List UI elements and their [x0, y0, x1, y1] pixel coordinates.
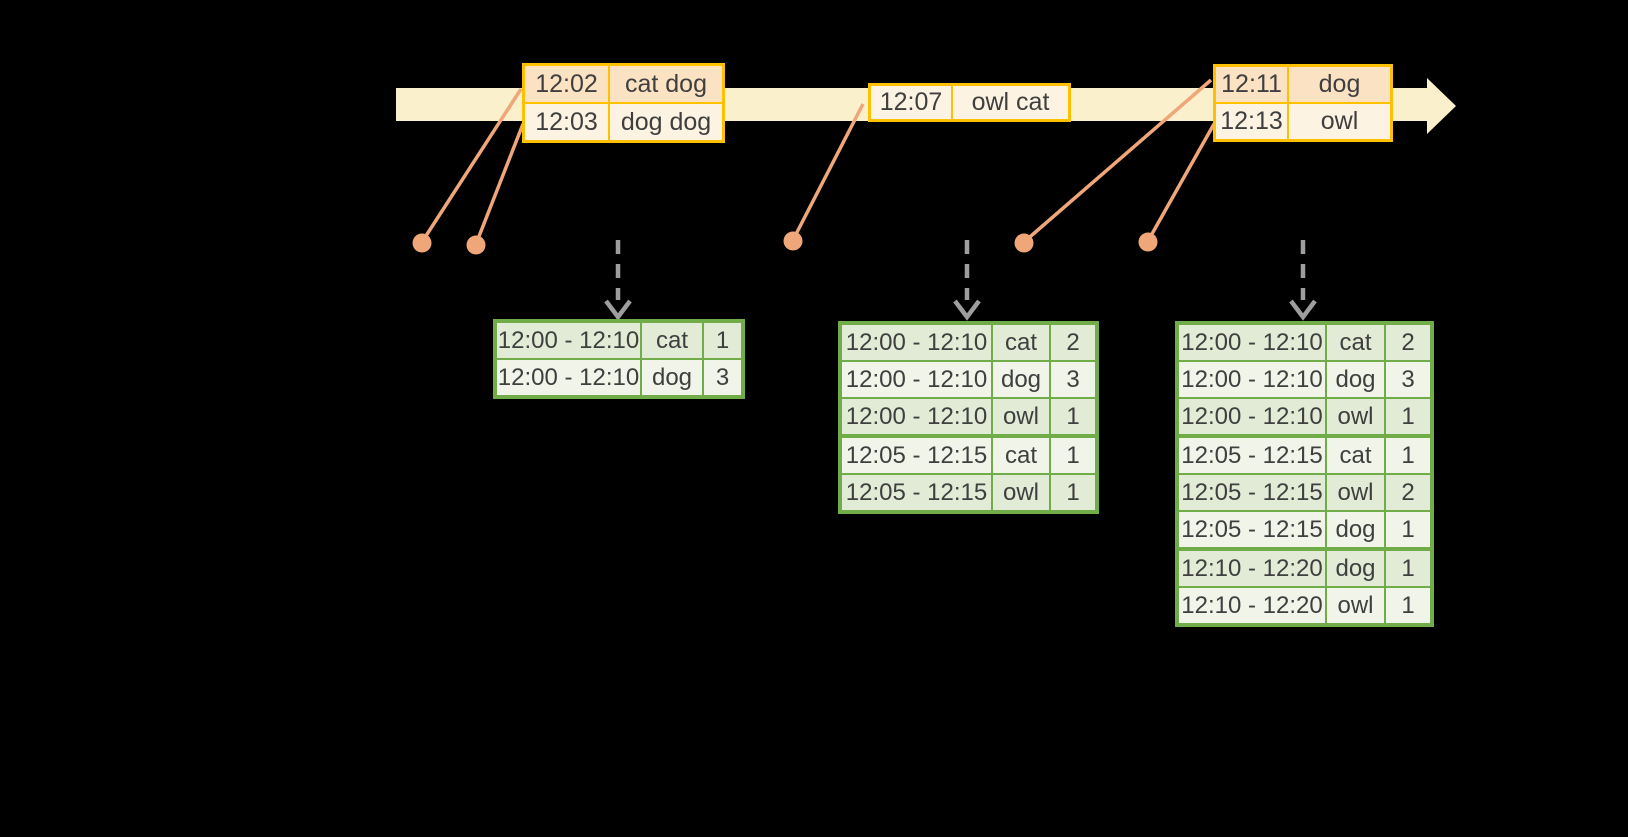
result-row: 12:00 - 12:10 owl 1: [1179, 399, 1430, 434]
result-row: 12:05 - 12:15 owl 2: [1179, 475, 1430, 510]
event-table-2: 12:07 owl cat: [868, 83, 1071, 122]
trigger-arrowhead-icon: [604, 299, 632, 321]
word-cell: owl: [1327, 399, 1384, 434]
window-cell: 12:00 - 12:10: [842, 325, 991, 360]
result-row: 12:00 - 12:10 cat 2: [1179, 325, 1430, 360]
event-time: 12:13: [1216, 104, 1287, 139]
word-cell: owl: [1327, 588, 1384, 623]
event-dot: [1014, 233, 1034, 253]
count-cell: 1: [1051, 399, 1095, 434]
word-cell: cat: [993, 325, 1049, 360]
event-dot: [466, 235, 486, 255]
count-cell: 3: [1386, 362, 1430, 397]
window-cell: 12:00 - 12:10: [842, 362, 991, 397]
count-cell: 3: [704, 360, 741, 395]
window-cell: 12:05 - 12:15: [1179, 475, 1325, 510]
word-cell: cat: [1327, 438, 1384, 473]
result-row: 12:10 - 12:20 owl 1: [1179, 588, 1430, 623]
event-table-3: 12:11 dog 12:13 owl: [1213, 64, 1393, 142]
count-cell: 1: [1051, 438, 1095, 473]
connector-line: [420, 88, 523, 243]
event-table-1: 12:02 cat dog 12:03 dog dog: [522, 63, 725, 143]
connector-line: [1146, 123, 1216, 242]
result-table-2: 12:00 - 12:10 cat 2 12:00 - 12:10 dog 3 …: [838, 321, 1099, 514]
event-dots: [412, 231, 1158, 255]
event-words: cat dog: [610, 66, 722, 102]
word-cell: cat: [1327, 325, 1384, 360]
event-row: 12:03 dog dog: [525, 104, 722, 140]
result-row: 12:00 - 12:10 cat 1: [497, 323, 741, 358]
event-time: 12:07: [871, 86, 951, 119]
event-words: dog: [1289, 67, 1390, 102]
word-cell: cat: [642, 323, 702, 358]
window-cell: 12:10 - 12:20: [1179, 551, 1325, 586]
window-cell: 12:00 - 12:10: [1179, 325, 1325, 360]
event-time: 12:02: [525, 66, 608, 102]
event-row: 12:02 cat dog: [525, 66, 722, 102]
window-cell: 12:05 - 12:15: [1179, 438, 1325, 473]
word-cell: dog: [1327, 512, 1384, 547]
event-row: 12:13 owl: [1216, 104, 1390, 139]
count-cell: 3: [1051, 362, 1095, 397]
event-dot: [783, 231, 803, 251]
event-words: owl: [1289, 104, 1390, 139]
count-cell: 2: [1386, 475, 1430, 510]
count-cell: 1: [1386, 512, 1430, 547]
result-table-1: 12:00 - 12:10 cat 1 12:00 - 12:10 dog 3: [493, 319, 745, 399]
window-cell: 12:00 - 12:10: [1179, 399, 1325, 434]
window-cell: 12:05 - 12:15: [1179, 512, 1325, 547]
count-cell: 1: [1051, 475, 1095, 510]
result-row: 12:05 - 12:15 owl 1: [842, 475, 1095, 510]
connector-line: [474, 123, 525, 245]
connector-line: [791, 103, 865, 241]
event-dot: [1138, 232, 1158, 252]
event-words: owl cat: [953, 86, 1068, 119]
timeline-arrowhead-icon: [1427, 78, 1456, 134]
result-row: 12:00 - 12:10 dog 3: [1179, 362, 1430, 397]
result-row: 12:00 - 12:10 dog 3: [842, 362, 1095, 397]
event-row: 12:11 dog: [1216, 67, 1390, 102]
window-cell: 12:10 - 12:20: [1179, 588, 1325, 623]
connector-line: [1022, 78, 1213, 244]
trigger-arrowhead-icon: [1289, 299, 1317, 321]
word-cell: cat: [993, 438, 1049, 473]
count-cell: 1: [1386, 551, 1430, 586]
result-row: 12:10 - 12:20 dog 1: [1179, 551, 1430, 586]
word-cell: owl: [993, 475, 1049, 510]
result-table-3: 12:00 - 12:10 cat 2 12:00 - 12:10 dog 3 …: [1175, 321, 1434, 627]
window-cell: 12:00 - 12:10: [497, 360, 640, 395]
count-cell: 2: [1051, 325, 1095, 360]
window-cell: 12:05 - 12:15: [842, 475, 991, 510]
event-words: dog dog: [610, 104, 722, 140]
event-dot: [412, 233, 432, 253]
result-row: 12:05 - 12:15 cat 1: [1179, 438, 1430, 473]
word-cell: owl: [1327, 475, 1384, 510]
result-row: 12:05 - 12:15 dog 1: [1179, 512, 1430, 547]
count-cell: 2: [1386, 325, 1430, 360]
result-row: 12:00 - 12:10 cat 2: [842, 325, 1095, 360]
window-cell: 12:00 - 12:10: [497, 323, 640, 358]
window-cell: 12:05 - 12:15: [842, 438, 991, 473]
trigger-arrowhead-icon: [953, 299, 981, 321]
event-time: 12:11: [1216, 67, 1287, 102]
count-cell: 1: [1386, 438, 1430, 473]
trigger-arrows: [604, 240, 1317, 321]
word-cell: dog: [1327, 362, 1384, 397]
word-cell: dog: [1327, 551, 1384, 586]
word-cell: dog: [642, 360, 702, 395]
word-cell: dog: [993, 362, 1049, 397]
event-connector-lines: [420, 78, 1216, 245]
result-row: 12:05 - 12:15 cat 1: [842, 438, 1095, 473]
count-cell: 1: [704, 323, 741, 358]
event-time: 12:03: [525, 104, 608, 140]
count-cell: 1: [1386, 399, 1430, 434]
window-cell: 12:00 - 12:10: [1179, 362, 1325, 397]
result-row: 12:00 - 12:10 owl 1: [842, 399, 1095, 434]
window-cell: 12:00 - 12:10: [842, 399, 991, 434]
word-cell: owl: [993, 399, 1049, 434]
result-row: 12:00 - 12:10 dog 3: [497, 360, 741, 395]
count-cell: 1: [1386, 588, 1430, 623]
event-row: 12:07 owl cat: [871, 86, 1068, 119]
